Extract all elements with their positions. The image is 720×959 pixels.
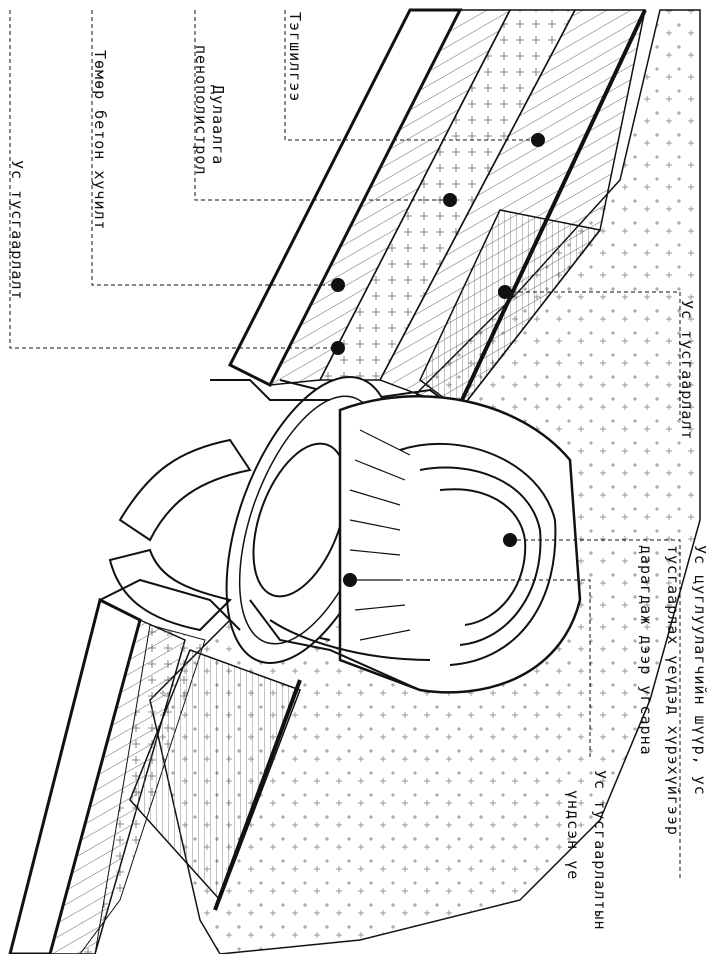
label-base-2: үндсэн үе: [564, 790, 582, 880]
flange-top: [210, 379, 330, 401]
label-waterproof-right: Ус тусгаарлалт: [678, 300, 696, 440]
label-drain-1: Ус цуглуулагчийн шүүр, ус: [691, 545, 709, 796]
label-insulation-1: Дулаалга: [209, 85, 227, 165]
flange-bottom: [99, 578, 241, 631]
label-waterproof-left: Ус тусгаарлалт: [8, 160, 26, 300]
drain-strainer: [249, 395, 582, 694]
leader-lines: [9, 10, 681, 880]
label-drain-3: дарагдаж дээр угсарна: [637, 545, 655, 756]
label-base-1: Ус тусгаарлалтын: [591, 770, 609, 931]
label-drain-2: тусгаарлах үеүдэд хүрэхүйгээр: [664, 545, 682, 836]
label-paving: Тэгшилгээ: [286, 12, 304, 102]
label-insulation-2: пенополистрол: [192, 45, 210, 175]
label-concrete: Төмөр бетон хучилт: [91, 50, 109, 231]
callout-dots: [331, 133, 545, 587]
